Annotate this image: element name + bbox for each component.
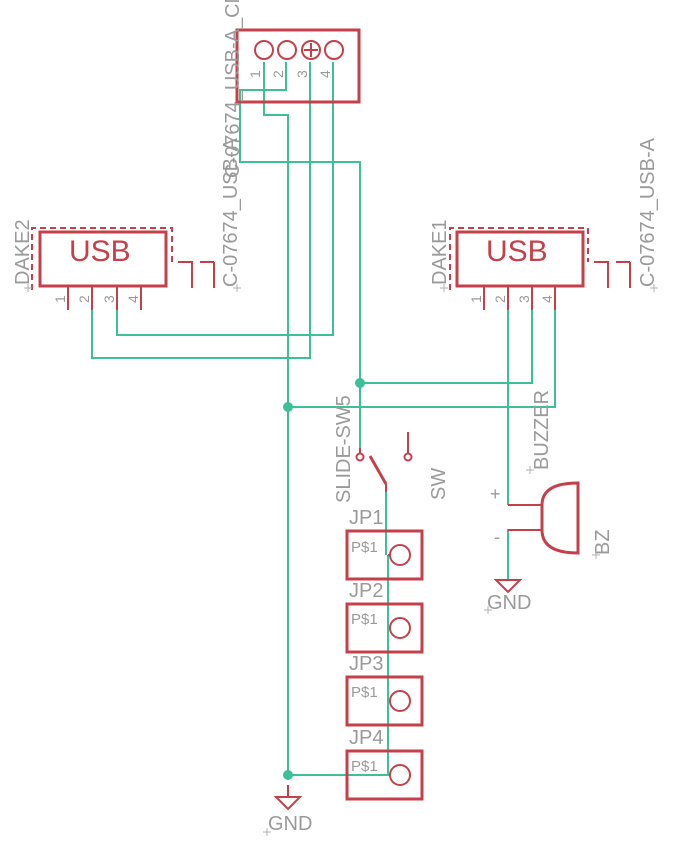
pad-jp1-name: JP1 [349,507,383,529]
connector-dake1: USB 1 2 3 4 DAKE1 C-07674_USB-A [429,137,659,310]
pad-jp2-pin: P$1 [351,611,378,628]
switch-name: SLIDE-SW5 [333,395,355,503]
pad-jp4: JP4 P$1 [345,727,424,801]
pad-jp3-name: JP3 [349,653,383,675]
dake2-pin-4: 4 [125,295,141,303]
ground-main: GND [263,785,312,836]
cn5-pin-2: 2 [270,70,286,78]
dake1-name: DAKE1 [429,219,451,285]
switch-value: SW [428,468,450,500]
wire-cn5-pin4 [116,62,334,336]
junction-bottom [283,770,293,780]
wires [91,62,556,780]
pad-jp1: JP1 P$1 [345,507,424,581]
buzzer-value: BUZZER [531,390,553,470]
buzzer: + - BUZZER BZ [490,390,614,559]
ground-label-main: GND [268,813,312,835]
wire-dake1-pin3 [360,310,533,384]
slide-switch: SLIDE-SW5 SW [333,395,450,503]
dake2-usb-text: USB [69,235,131,268]
junction-top [355,378,365,388]
cn5-label: C-07674_USB-A_CN5 [222,0,244,178]
pad-jp3-pin: P$1 [351,684,378,701]
dake2-value: C-07674_USB-A [220,137,242,287]
dake1-pin-2: 2 [492,295,508,303]
dake2-pin-2: 2 [76,295,92,303]
wire-cn5-pin3 [91,62,311,359]
cn5-pin-4: 4 [317,70,333,78]
wire-cn5-pin2 [239,62,361,450]
ground-buzzer: GND [484,579,531,614]
wire-buzzer-gnd [507,529,540,580]
pad-jp2: JP2 P$1 [345,580,424,654]
dake2-name: DAKE2 [12,219,34,285]
dake1-value: C-07674_USB-A [637,137,659,287]
dake1-usb-text: USB [486,235,548,268]
pad-jp3: JP3 P$1 [345,653,424,727]
junction-mid [283,402,293,412]
pad-jp1-pin: P$1 [351,539,378,556]
pad-jp4-pin: P$1 [351,758,378,775]
buzzer-plus: + [490,484,501,504]
connector-cn5: 1 2 3 4 C-07674_USB-A_CN5 [222,0,361,178]
buzzer-minus: - [494,527,500,547]
ground-label-buzzer: GND [487,592,531,614]
cn5-pin-3: 3 [294,70,310,78]
dake1-pin-1: 1 [468,295,484,303]
pad-jp4-name: JP4 [349,727,383,749]
dake1-pin-4: 4 [539,295,555,303]
wire-cn5-pin1 [263,62,289,775]
wire-dake1-pin4 [288,310,556,408]
connector-dake2: USB 1 2 3 4 DAKE2 C-07674_USB-A [12,137,242,310]
pad-jp2-name: JP2 [349,580,383,602]
buzzer-name: BZ [592,529,614,555]
dake2-pin-1: 1 [52,295,68,303]
dake2-pin-3: 3 [101,295,117,303]
dake1-pin-3: 3 [516,295,532,303]
cn5-pin-1: 1 [247,70,263,78]
